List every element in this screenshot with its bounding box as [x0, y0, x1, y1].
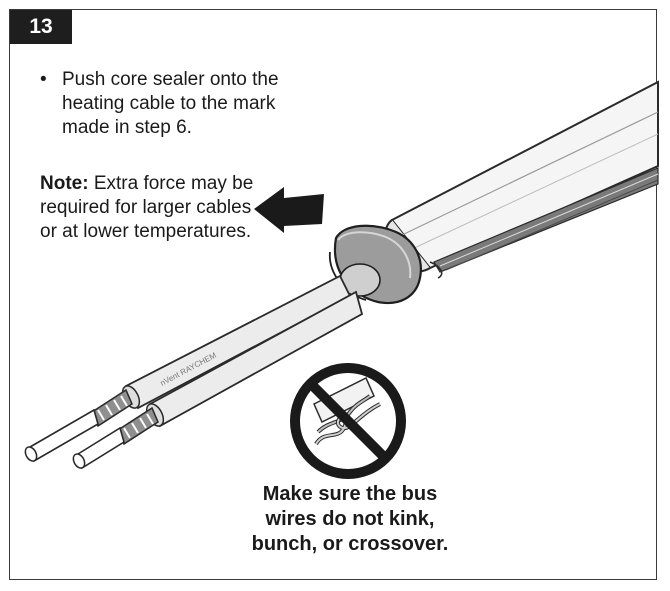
- instruction-text: Push core sealer onto the heating cable …: [62, 69, 279, 138]
- core-sealer: [329, 224, 422, 305]
- warning-line-3: bunch, or crossover.: [251, 533, 449, 555]
- cable-braid: [429, 167, 659, 279]
- arrow-left-icon: [254, 187, 324, 233]
- warning-line-1: Make sure the bus: [262, 483, 438, 505]
- instruction-item: • Push core sealer onto the heating cabl…: [40, 68, 290, 140]
- bus-wire-upper: [24, 274, 352, 463]
- bullet-marker: •: [40, 69, 47, 90]
- no-kink-prohibited-icon: [290, 363, 406, 479]
- bus-wire-lower: [72, 290, 364, 470]
- warning-message: Make sure the bus wires do not kink, bun…: [225, 482, 475, 557]
- step-number: 13: [29, 15, 53, 38]
- step-number-badge: 13: [10, 10, 72, 44]
- note-block: Note: Extra force may be required for la…: [40, 172, 260, 244]
- note-text: Extra force may be required for larger c…: [40, 173, 254, 242]
- heating-cable-jacket: [383, 80, 659, 274]
- note-label: Note:: [40, 173, 89, 194]
- step-panel: [9, 9, 657, 580]
- warning-line-2: wires do not kink,: [265, 508, 435, 530]
